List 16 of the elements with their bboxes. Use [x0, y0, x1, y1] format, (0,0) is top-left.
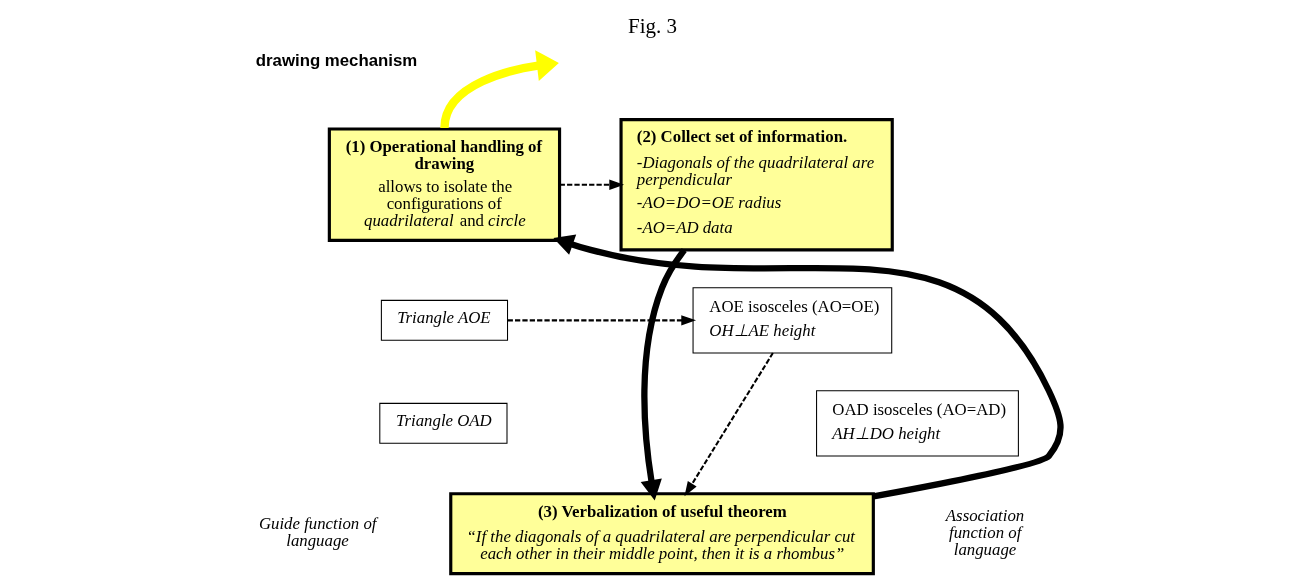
node-box: AOE isosceles (AO=OE) OH⊥AE height	[692, 287, 892, 354]
diagram-title: Fig. 3	[627, 14, 677, 39]
node-box: Triangle AOE	[380, 299, 508, 341]
arrow	[559, 179, 624, 190]
node-box: (1) Operational handling of drawing allows to isolate the configurations of quadrilateral and circle	[327, 127, 561, 242]
arrow	[507, 315, 696, 326]
label: Association function of language	[945, 505, 1024, 559]
arrow	[683, 352, 774, 497]
node-box: (2) Collect set of information. -Diagonals of the quadrilateral are perpendicular -AO=DO=OE radius -AO=AD data	[618, 118, 894, 252]
node-box: (3) Verbalization of useful theorem “If the diagonals of a quadrilateral are perpendicular cut each other in their middle point, then it is a rhombus”	[448, 492, 875, 576]
arrow	[439, 50, 559, 129]
arrow	[640, 248, 687, 501]
node-box: OAD isosceles (AO=AD) AH⊥DO height	[815, 390, 1019, 457]
arrow	[552, 234, 1064, 500]
label: drawing mechanism	[255, 50, 417, 70]
node-box: Triangle OAD	[378, 402, 508, 444]
